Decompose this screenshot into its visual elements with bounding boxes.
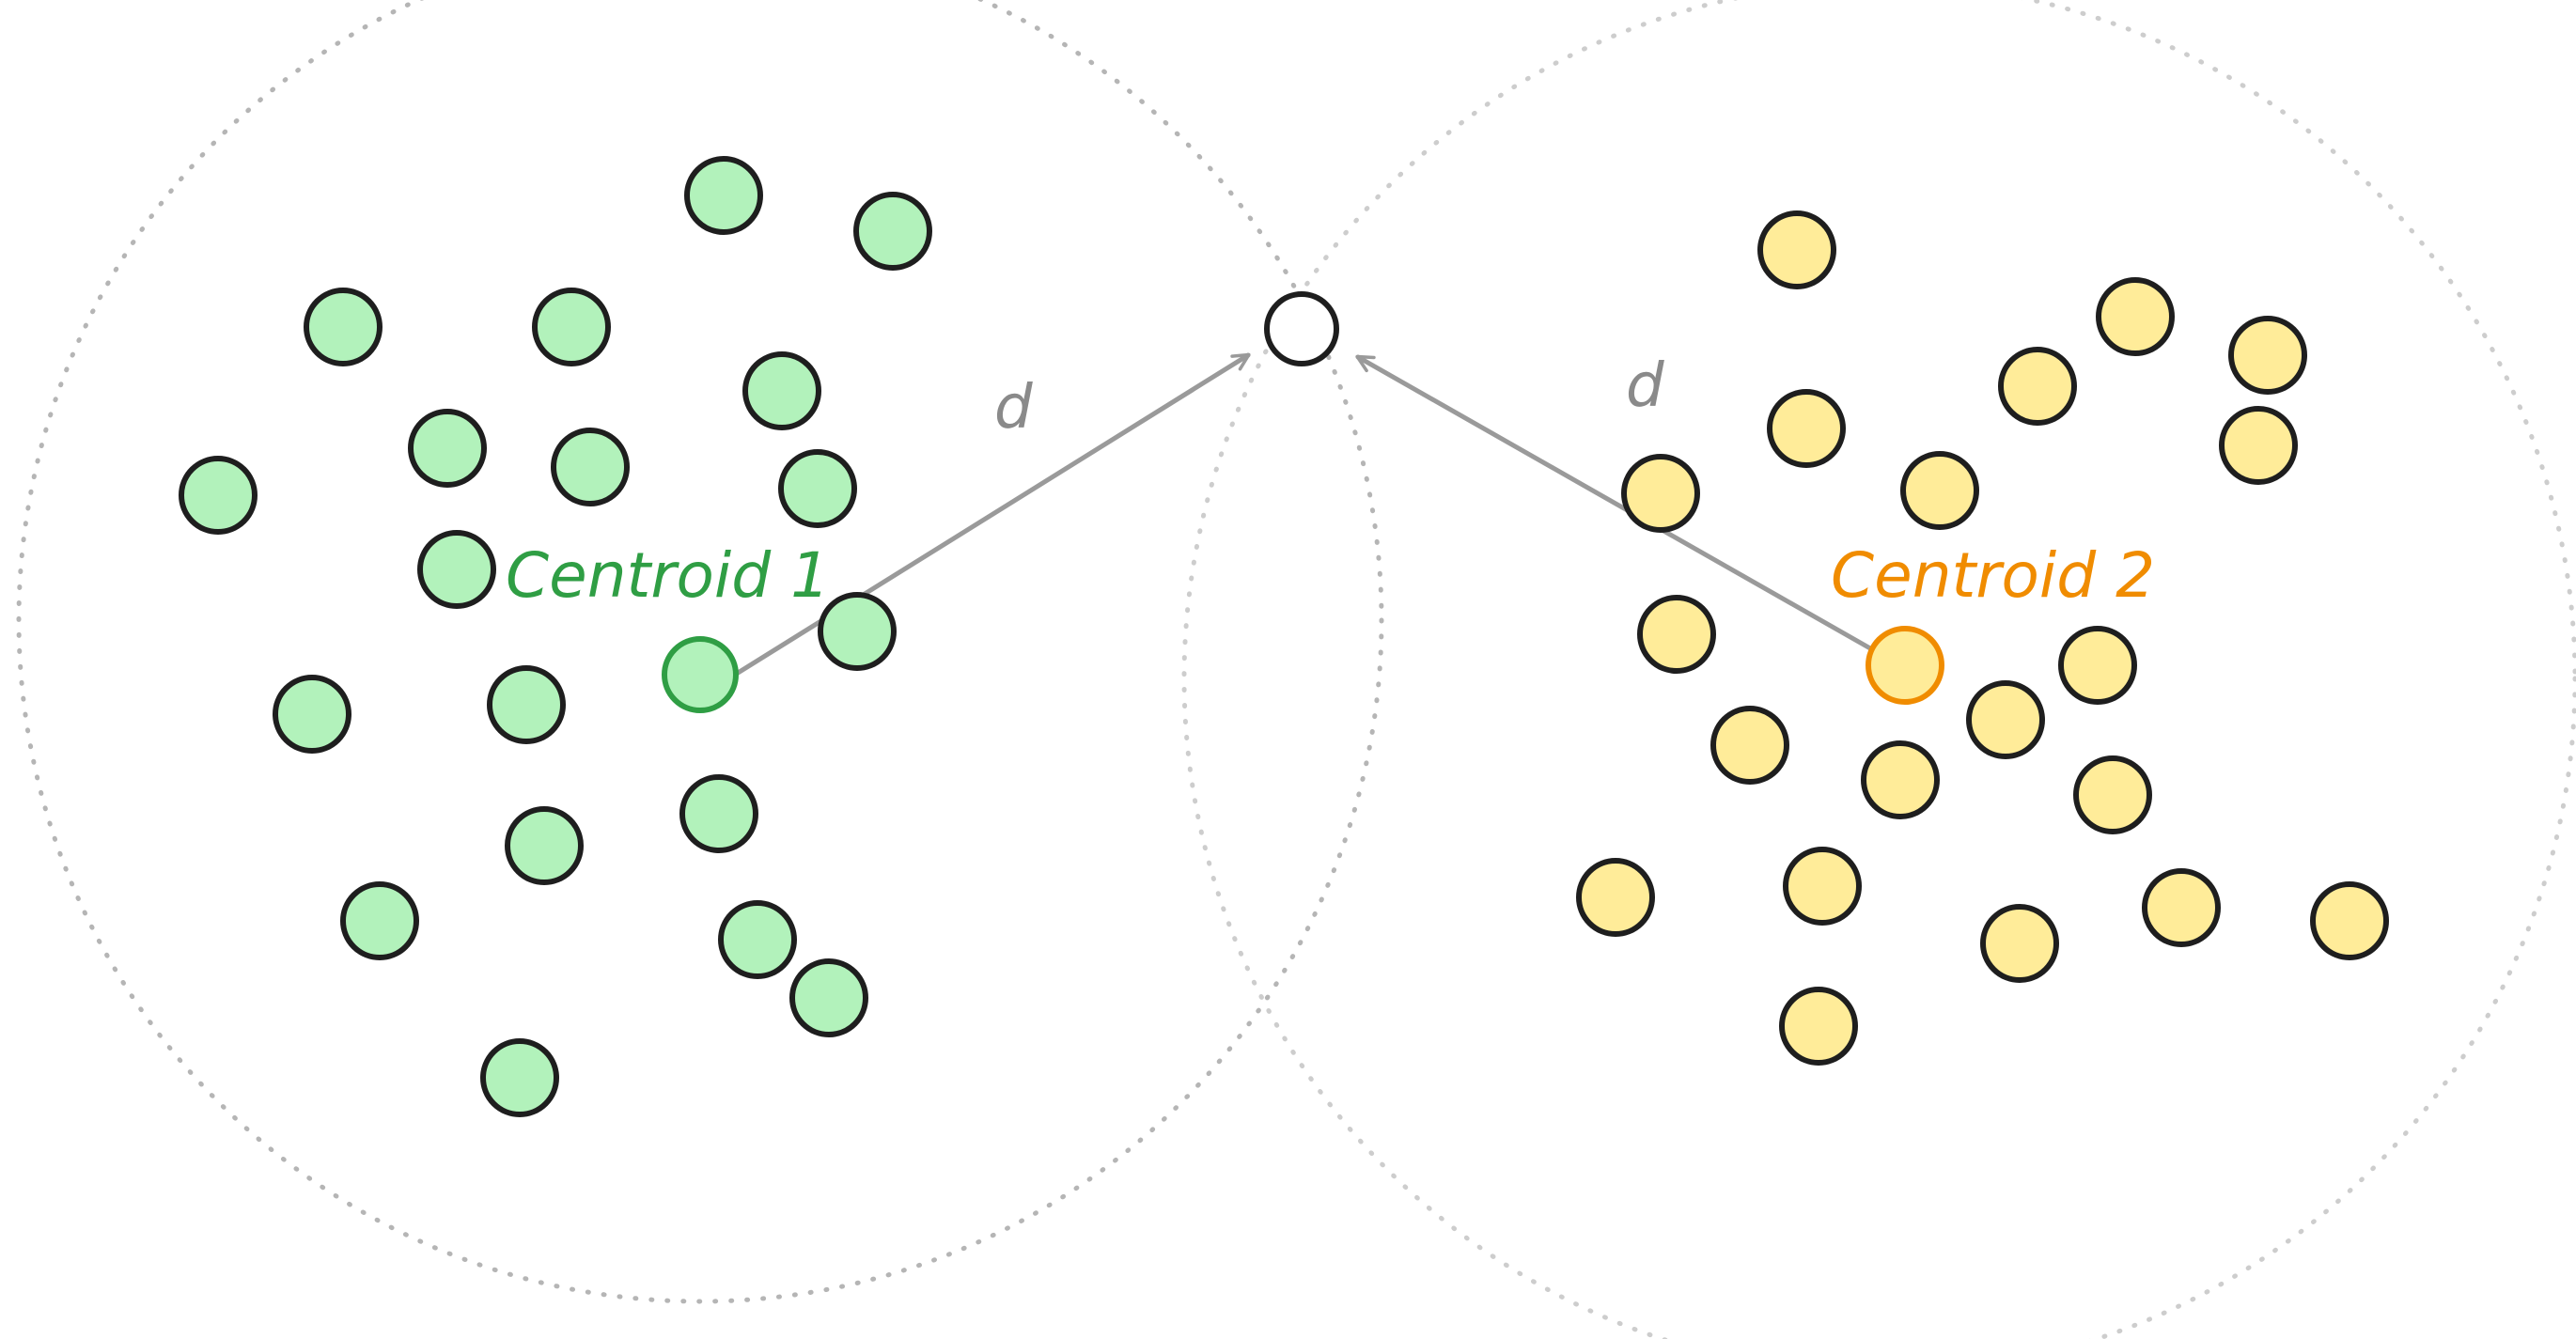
centroid-1-label: Centroid 1 — [506, 539, 830, 612]
cluster-1-point-13 — [487, 665, 566, 744]
cluster-2-point-12 — [1710, 706, 1789, 785]
centroid-2-label: Centroid 2 — [1831, 539, 2155, 612]
cluster-1-point-5 — [742, 351, 821, 430]
cluster-1-point-17 — [718, 900, 797, 979]
cluster-1-point-16 — [340, 881, 419, 960]
cluster-2-point-17 — [2142, 868, 2221, 947]
cluster-1-point-8 — [778, 449, 857, 528]
cluster-2-point-4 — [1998, 347, 2077, 426]
cluster-1-point-6 — [408, 409, 487, 488]
cluster-1-point-15 — [505, 806, 584, 885]
cluster-2-point-20 — [1779, 987, 1858, 1066]
cluster-2-point-14 — [2073, 755, 2152, 834]
cluster-1-point-10 — [417, 530, 496, 609]
cluster-2-point-10 — [2058, 626, 2137, 705]
cluster-1-boundary — [16, 0, 1384, 1304]
cluster-1-points — [179, 156, 932, 1117]
cluster-2-point-5 — [1767, 389, 1846, 468]
cluster-1-point-9 — [179, 456, 258, 535]
cluster-2-point-15 — [1576, 858, 1655, 937]
query-point — [1264, 291, 1339, 366]
cluster-1-point-1 — [684, 156, 763, 235]
cluster-2-point-19 — [2310, 881, 2389, 960]
cluster-2-point-9 — [1637, 595, 1716, 674]
cluster-2-point-16 — [1783, 847, 1862, 926]
centroid-2-marker — [1866, 626, 1944, 705]
cluster-2-point-1 — [1757, 210, 1836, 289]
cluster-1-point-4 — [532, 288, 611, 366]
cluster-1-point-2 — [853, 192, 932, 271]
cluster-2-point-7 — [1900, 451, 1979, 530]
cluster-2-point-18 — [1980, 904, 2059, 983]
cluster-1-point-19 — [480, 1038, 559, 1117]
distance-arrow-2 — [1355, 354, 1873, 651]
cluster-2-point-8 — [1621, 454, 1700, 533]
cluster-2-point-3 — [2228, 316, 2307, 395]
cluster-2-point-6 — [2219, 406, 2298, 485]
cluster-2-point-13 — [1861, 740, 1940, 819]
cluster-2-points — [1576, 210, 2389, 1066]
cluster-1-point-18 — [789, 958, 868, 1037]
cluster-1-point-7 — [551, 428, 630, 506]
distance-label-2: d — [1626, 351, 1664, 421]
cluster-1-point-3 — [304, 288, 382, 366]
cluster-2-point-11 — [1966, 680, 2045, 759]
cluster-1-point-12 — [273, 675, 351, 754]
cluster-1-point-11 — [818, 592, 897, 671]
cluster-2-boundary — [1181, 0, 2576, 1339]
centroid-1-marker — [662, 636, 739, 713]
cluster-1-point-14 — [679, 774, 758, 853]
cluster-2-point-2 — [2096, 277, 2175, 356]
distance-label-1: d — [994, 373, 1033, 443]
